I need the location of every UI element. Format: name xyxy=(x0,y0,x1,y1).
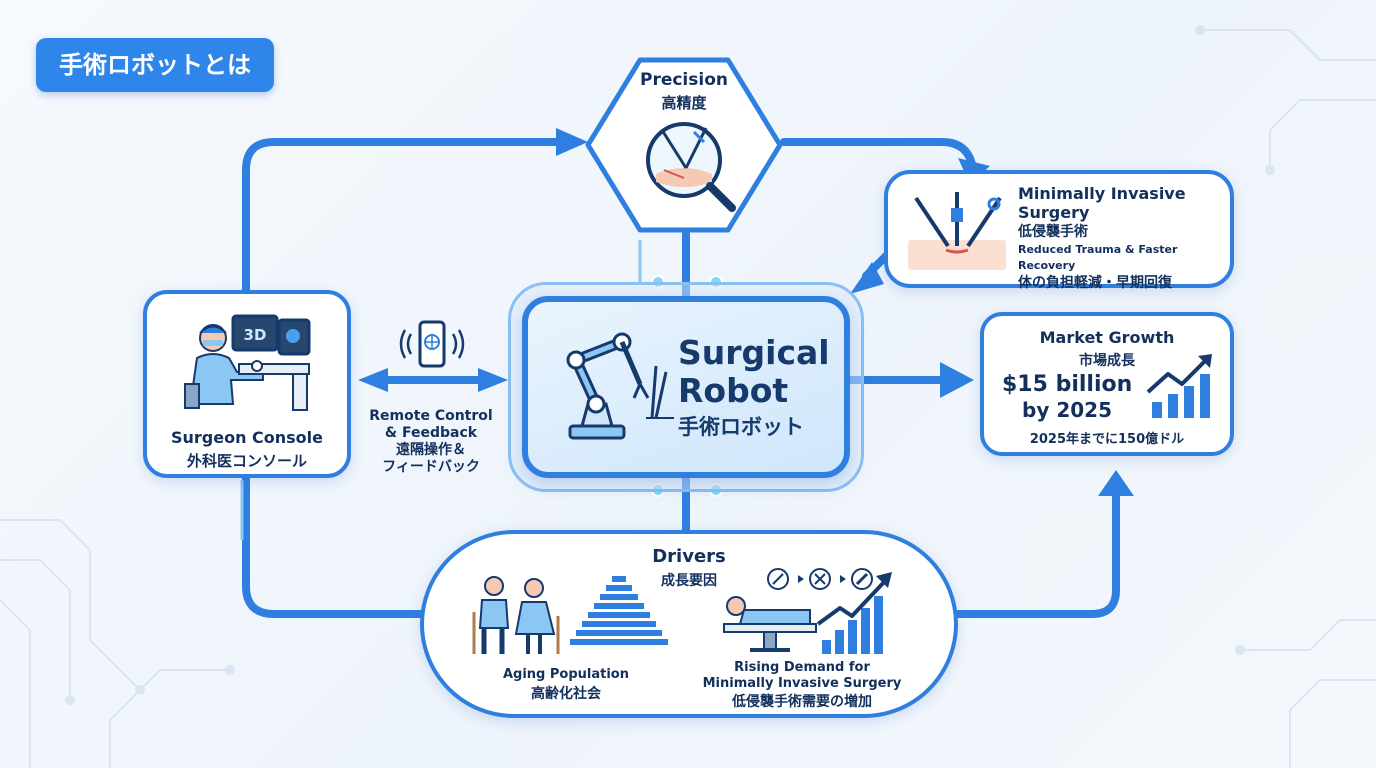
population-pyramid-icon xyxy=(570,576,668,645)
robot-title-line2: Robot xyxy=(678,371,789,410)
minimally-invasive-title-line1: Minimally Invasive xyxy=(1018,184,1186,203)
smartphone-wireless-icon xyxy=(399,320,465,368)
page-title-badge: 手術ロボットとは xyxy=(36,38,274,92)
rising-demand-label-en-line1: Rising Demand for xyxy=(734,660,870,675)
surgery-tools-sequence-icon xyxy=(767,568,873,590)
drivers-label-en: Drivers xyxy=(652,546,726,567)
minimally-invasive-title-ja: 低侵襲手術 xyxy=(1018,224,1088,240)
surgeon-console-node[interactable]: 3D Surgeon Console 外科医コンソール xyxy=(143,290,351,478)
surgical-tools-icon xyxy=(908,192,1006,270)
robot-arm-icon xyxy=(566,332,674,440)
remote-control-label: Remote Control & Feedback 遠隔操作＆ フィードバック xyxy=(356,408,506,476)
market-value-line1: $15 billion xyxy=(1002,372,1133,397)
surgical-robot-node[interactable]: Surgical Robot 手術ロボット xyxy=(522,296,850,478)
remote-control-ja-line1: 遠隔操作＆ xyxy=(396,442,466,458)
growth-chart-icon xyxy=(1146,354,1212,418)
elderly-couple-icon xyxy=(472,576,560,654)
market-growth-subtitle-ja: 2025年までに150億ドル xyxy=(1029,432,1185,447)
precision-label-en: Precision xyxy=(639,70,728,90)
rising-demand-label-en-line2: Minimally Invasive Surgery xyxy=(702,676,902,691)
market-value-line2: by 2025 xyxy=(1022,398,1112,422)
console-screen-3d-label: 3D xyxy=(244,326,267,344)
drivers-label-ja: 成長要因 xyxy=(661,573,717,589)
remote-control-ja-line2: フィードバック xyxy=(382,459,480,475)
aging-population-label-ja: 高齢化社会 xyxy=(531,686,601,702)
aging-population-label-en: Aging Population xyxy=(502,667,629,682)
precision-label-ja: 高精度 xyxy=(661,94,707,112)
remote-control-en-line2: & Feedback xyxy=(384,425,478,441)
minimally-invasive-node[interactable]: Minimally Invasive Surgery 低侵襲手術 Reduced… xyxy=(884,170,1234,291)
minimally-invasive-subtitle-ja: 体の負担軽減・早期回復 xyxy=(1018,275,1172,291)
surgeon-console-icon: 3D xyxy=(184,314,311,411)
remote-control-en-line1: Remote Control xyxy=(369,408,493,424)
market-growth-node[interactable]: Market Growth 市場成長 $15 billion by 2025 2… xyxy=(980,312,1234,456)
minimally-invasive-title-line2: Surgery xyxy=(1018,203,1090,222)
surgeon-console-label-en: Surgeon Console xyxy=(170,428,324,447)
rising-demand-label-ja: 低侵襲手術需要の増加 xyxy=(732,694,872,710)
precision-node[interactable]: Precision 高精度 xyxy=(584,56,784,234)
minimally-invasive-subtitle-en: Reduced Trauma & Faster Recovery xyxy=(1018,243,1178,272)
robot-title-line1: Surgical xyxy=(678,333,830,372)
drivers-node[interactable]: Drivers 成長要因 Aging Population 高齢化社会 xyxy=(420,530,958,718)
rising-bars-icon xyxy=(816,572,892,654)
magnifier-scalpel-icon xyxy=(646,122,736,212)
surgeon-console-label-ja: 外科医コンソール xyxy=(186,452,307,470)
market-growth-label-ja: 市場成長 xyxy=(1079,353,1135,369)
patient-bed-icon xyxy=(723,596,817,652)
market-growth-label-en: Market Growth xyxy=(1039,328,1175,347)
robot-title-ja: 手術ロボット xyxy=(678,415,804,439)
